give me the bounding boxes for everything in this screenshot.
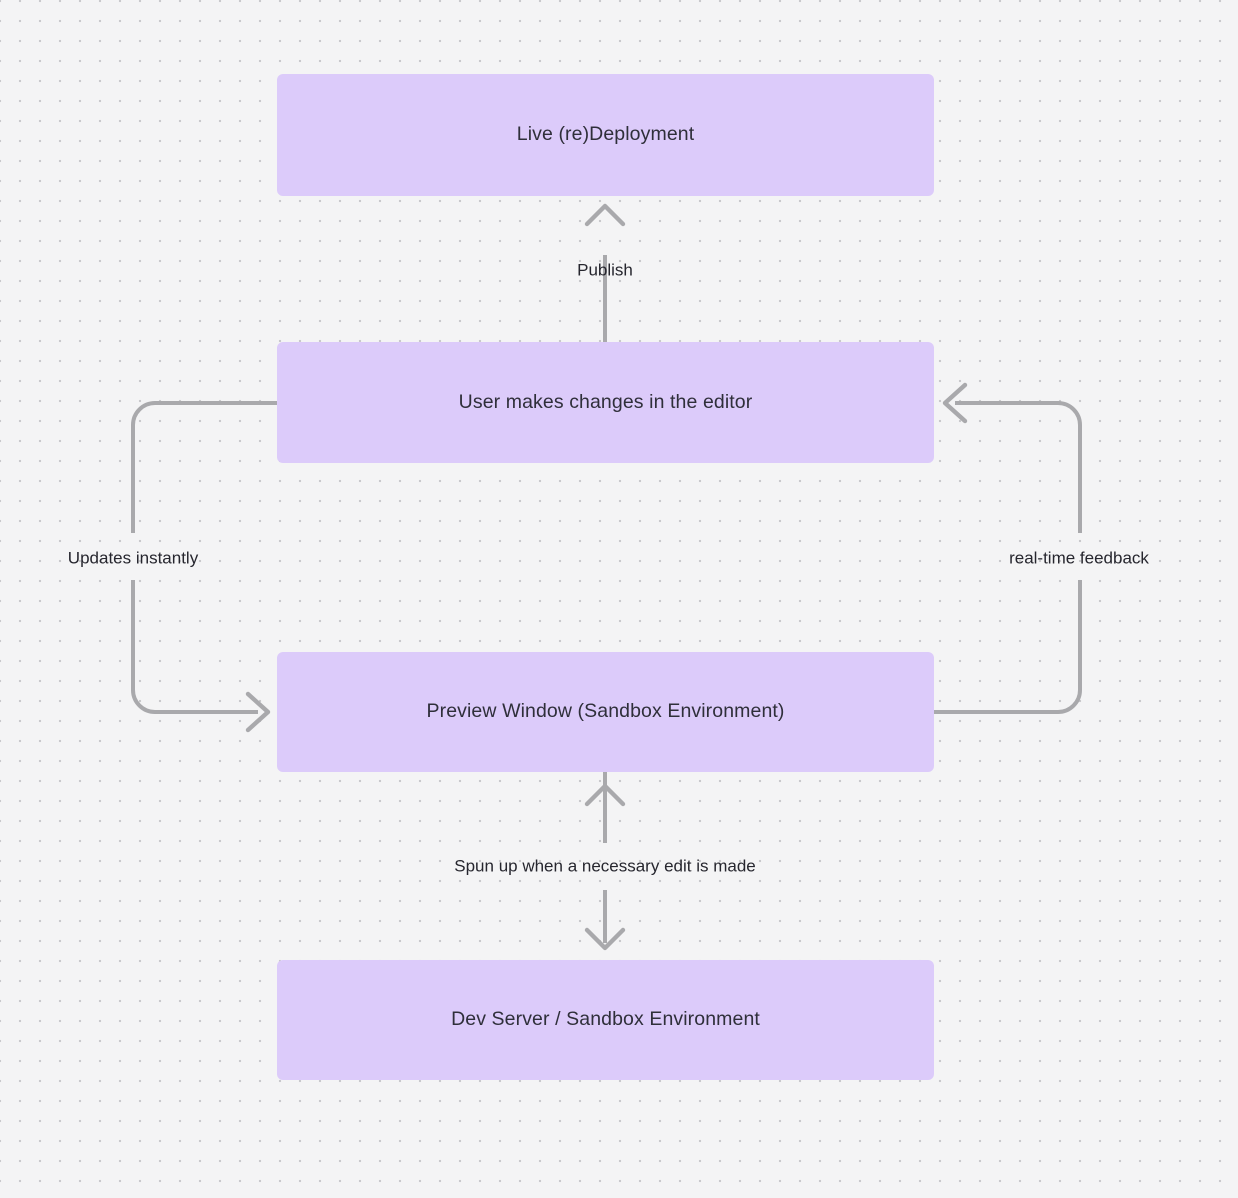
edge-label-realtime-feedback: real-time feedback [1009, 548, 1149, 568]
edge-updates-arrowhead [245, 691, 271, 733]
edge-realtime-segment-upper [955, 401, 1082, 533]
edge-spunup-arrowhead-down [584, 927, 626, 951]
node-label: User makes changes in the editor [458, 390, 753, 413]
node-label: Preview Window (Sandbox Environment) [426, 700, 785, 723]
node-label: Live (re)Deployment [516, 123, 695, 146]
node-live-redeployment[interactable]: Live (re)Deployment [277, 74, 934, 196]
node-label: Dev Server / Sandbox Environment [451, 1008, 760, 1031]
edge-label-publish: Publish [577, 260, 633, 280]
edge-realtime-segment-lower [934, 580, 1082, 714]
edge-publish-arrowhead [584, 203, 626, 227]
node-preview-window[interactable]: Preview Window (Sandbox Environment) [277, 652, 934, 772]
edge-spunup-arrowhead-up [584, 783, 626, 807]
edge-updates-segment-upper [131, 401, 277, 533]
edge-realtime-arrowhead [942, 382, 968, 424]
node-dev-server[interactable]: Dev Server / Sandbox Environment [277, 960, 934, 1080]
edge-label-spun-up: Spun up when a necessary edit is made [454, 856, 756, 876]
edge-label-updates-instantly: Updates instantly [67, 548, 199, 568]
edge-updates-segment-lower [131, 580, 258, 714]
node-user-makes-changes[interactable]: User makes changes in the editor [277, 342, 934, 463]
